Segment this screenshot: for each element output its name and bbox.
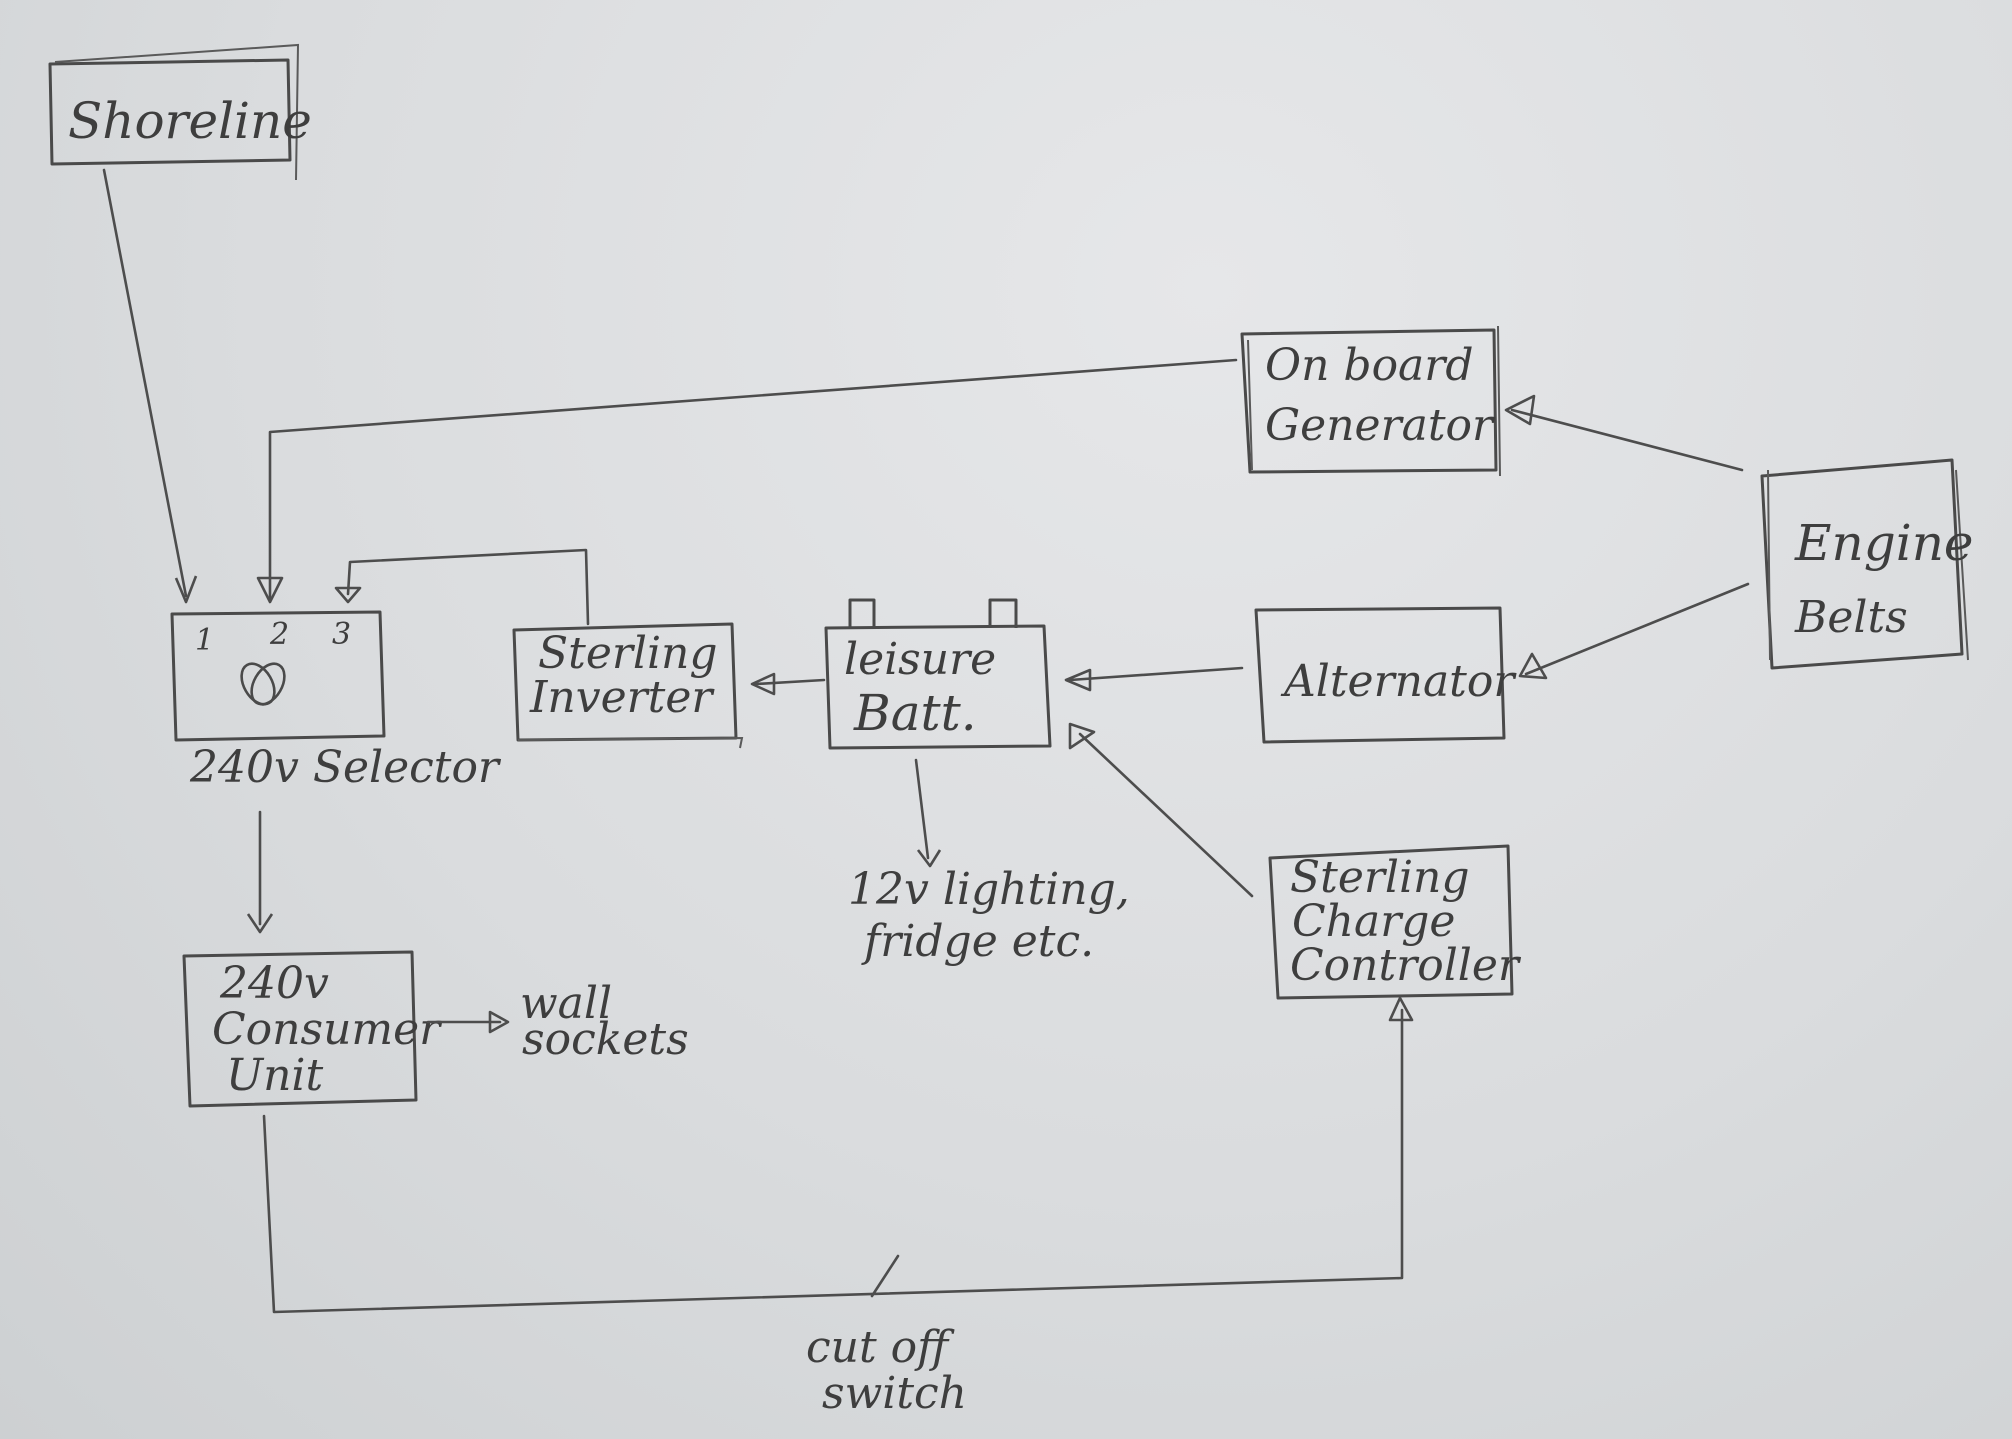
- lighting-load: 12v lighting, fridge etc.: [848, 864, 1130, 967]
- arrow-engine-to-generator: [1504, 394, 1744, 472]
- sterling-inverter-box: Sterling Inverter: [512, 622, 744, 749]
- arrow-alternator-to-battery: [1064, 666, 1244, 692]
- charge-controller-label-3: Controller: [1290, 940, 1522, 991]
- selector-position-2: 2: [269, 617, 289, 652]
- selector-box: 1 2 3 240v Selector: [170, 610, 502, 793]
- engine-belts-label-2: Belts: [1794, 592, 1908, 643]
- charge-controller-label-2: Charge: [1292, 896, 1455, 947]
- alternator-label: Alternator: [1280, 656, 1517, 707]
- arrow-shoreline-to-selector: [102, 168, 198, 604]
- selector-label: 240v Selector: [189, 742, 502, 793]
- battery-terminal-left-icon: [848, 598, 876, 628]
- consumer-unit-box: 240v Consumer Unit: [182, 950, 443, 1108]
- battery-terminal-right-icon: [988, 598, 1018, 628]
- onboard-generator-label-1: On board: [1265, 340, 1473, 391]
- wall-sockets-load: wall sockets: [520, 978, 689, 1065]
- wall-sockets-label-2: sockets: [522, 1014, 689, 1065]
- cut-off-switch-mark-icon: [870, 1254, 900, 1298]
- sterling-inverter-label-1: Sterling: [538, 628, 718, 679]
- engine-belts-label-1: Engine: [1794, 514, 1974, 572]
- onboard-generator-box: On board Generator: [1240, 325, 1501, 477]
- consumer-unit-label-2: Consumer: [212, 1004, 443, 1055]
- leisure-batt-label-2: Batt.: [853, 684, 977, 742]
- cut-off-switch: cut off switch: [806, 1254, 967, 1419]
- consumer-unit-label-3: Unit: [226, 1050, 323, 1101]
- cut-off-switch-label-1: cut off: [806, 1322, 955, 1373]
- selector-knob-icon: [240, 662, 286, 706]
- wall-sockets-label-1: wall: [520, 978, 612, 1029]
- leisure-battery-box: leisure Batt.: [824, 598, 1052, 750]
- charge-controller-box: Sterling Charge Controller: [1268, 844, 1522, 1000]
- arrow-consumer-unit-to-wall-sockets: [426, 1010, 510, 1034]
- selector-position-1: 1: [195, 623, 214, 658]
- onboard-generator-label-2: Generator: [1265, 400, 1496, 451]
- lighting-label-2: fridge etc.: [861, 916, 1094, 967]
- lighting-label-1: 12v lighting,: [848, 864, 1130, 915]
- arrow-battery-to-inverter: [750, 672, 826, 696]
- sterling-inverter-label-2: Inverter: [529, 672, 715, 723]
- shoreline-label: Shoreline: [68, 92, 312, 150]
- alternator-box: Alternator: [1254, 606, 1517, 744]
- engine-belts-box: Engine Belts: [1760, 458, 1974, 670]
- leisure-batt-label-1: leisure: [844, 634, 996, 685]
- arrow-selector-to-consumer-unit: [246, 810, 274, 934]
- arrow-charge-controller-to-battery: [1068, 722, 1254, 898]
- arrow-generator-to-selector: [256, 358, 1238, 604]
- arrow-engine-to-alternator: [1518, 582, 1750, 680]
- charge-controller-label-1: Sterling: [1290, 852, 1470, 903]
- arrow-battery-to-lighting: [914, 758, 942, 868]
- cut-off-switch-label-2: switch: [822, 1368, 967, 1419]
- arrow-inverter-to-selector: [334, 548, 590, 626]
- consumer-unit-label-1: 240v: [219, 958, 329, 1009]
- arrow-consumer-unit-to-charge-controller: [262, 996, 1414, 1314]
- shoreline-box: Shoreline: [48, 43, 312, 181]
- selector-position-3: 3: [332, 617, 351, 652]
